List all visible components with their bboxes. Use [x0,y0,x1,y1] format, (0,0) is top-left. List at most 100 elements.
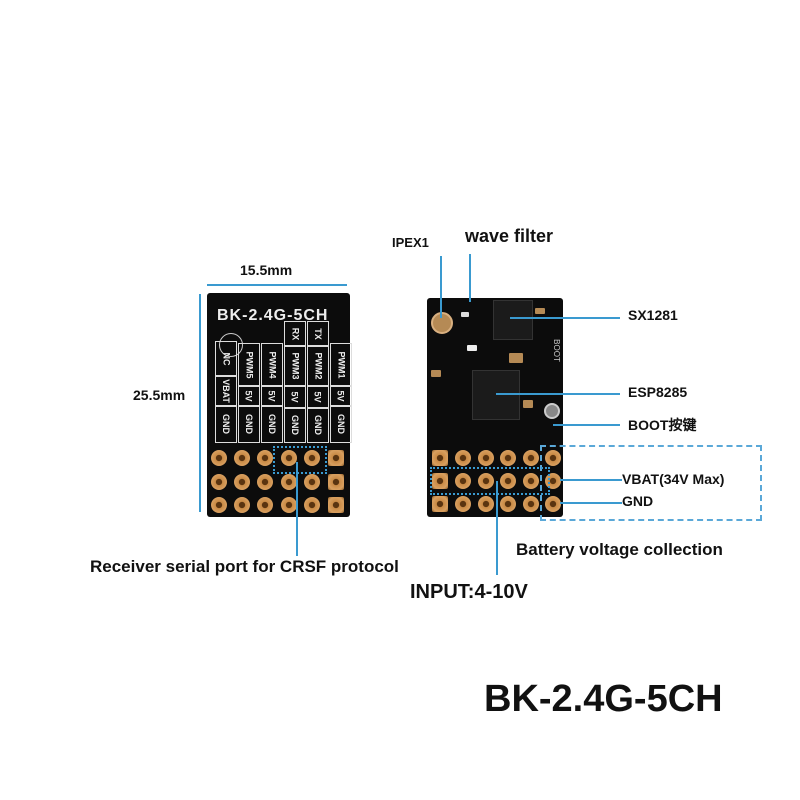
silk-pin-label: GND [330,405,352,443]
header-pad [500,496,516,512]
silk-pin-label: 5V [261,385,283,407]
header-pad [234,474,250,490]
ipex-callout-line [440,256,442,318]
header-pad [478,450,494,466]
silk-text: 5V [266,390,277,402]
capacitor [431,370,441,377]
header-pad [478,473,494,489]
width-dimension-label: 15.5mm [240,262,293,278]
silk-text: GND [336,414,346,434]
header-pad [545,496,561,512]
esp8285-callout-label: ESP8285 [628,384,688,400]
silk-text: PWM4 [267,351,277,379]
silk-text: GND [290,415,300,435]
silk-text: 5V [335,390,346,402]
header-pad [304,450,320,466]
esp8285-callout-line [496,393,620,395]
header-pad [257,474,273,490]
header-pad [328,474,344,490]
silk-pin-label: PWM3 [284,345,306,387]
silk-pin-label: TX [307,321,329,347]
height-dimension-arrow [199,294,201,512]
silk-text: 5V [289,391,300,403]
silk-pin-label: GND [238,405,260,443]
crsf-callout-label: Receiver serial port for CRSF protocol [90,557,399,576]
header-pad [211,474,227,490]
boot-silkscreen: BOOT [551,339,561,362]
header-pad [500,473,516,489]
silk-pin-label: PWM2 [307,345,329,387]
header-pad [281,497,297,513]
header-pad [432,473,448,489]
silk-text: TX [312,328,323,340]
silk-pin-label: NC [215,341,237,377]
silk-pin-label: RX [284,321,306,347]
sx1281-callout-line [510,317,620,319]
silk-text: PWM1 [336,351,346,379]
boot-callout-label: BOOT按键 [628,417,697,433]
header-pad [545,450,561,466]
sx1281-chip [493,300,533,340]
silk-text: NC [221,352,231,366]
width-dimension-arrow [207,284,347,286]
capacitor [535,308,545,314]
header-pad [455,473,471,489]
vbat-callout-label: VBAT(34V Max) [622,471,725,487]
silk-pin-label: GND [307,407,329,443]
sx1281-callout-label: SX1281 [628,307,678,323]
board-silkscreen-title: BK-2.4G-5CH [217,307,329,324]
battery-callout-label: Battery voltage collection [516,540,723,559]
header-pad [432,496,448,512]
header-pad [523,473,539,489]
vbat-callout-line [560,479,622,481]
gnd-callout-label: GND [622,493,654,509]
input-callout-label: INPUT:4-10V [410,581,528,603]
header-pad [478,496,494,512]
header-pad [328,497,344,513]
header-pad [328,450,344,466]
header-pad [304,497,320,513]
silk-text: PWM5 [244,351,254,379]
header-pad [234,450,250,466]
silk-pin-label: PWM4 [261,343,283,387]
header-pad [257,497,273,513]
silk-text: GND [267,414,277,434]
header-pad [523,496,539,512]
silk-pin-label: 5V [284,385,306,409]
silk-pin-label: GND [261,405,283,443]
silk-text: 5V [243,390,254,402]
header-pad [211,497,227,513]
silk-pin-label: VBAT [215,375,237,407]
silk-text: 5V [312,391,323,403]
wave-filter-callout-line [469,254,471,302]
boot-button[interactable] [544,403,560,419]
header-pad [281,450,297,466]
header-pad [455,450,471,466]
header-pad [234,497,250,513]
silk-pin-label: 5V [307,385,329,409]
header-pad [523,450,539,466]
ipex-connector [431,312,453,334]
silk-text: GND [221,414,231,434]
silk-pin-label: PWM1 [330,343,352,387]
crsf-callout-line [296,462,298,556]
wave-filter-callout-label: wave filter [465,226,554,246]
header-pad [455,496,471,512]
header-pad [304,474,320,490]
silk-pin-label: GND [284,407,306,443]
header-pad [211,450,227,466]
product-title: BK-2.4G-5CH [484,678,723,720]
header-pad [281,474,297,490]
header-pad [432,450,448,466]
boot-callout-line [553,424,620,426]
gnd-callout-line [560,502,622,504]
silk-pin-label: 5V [330,385,352,407]
silk-text: RX [289,327,300,341]
esp8285-chip [472,370,520,420]
wave-filter-component [461,312,469,317]
ipex-callout-label: IPEX1 [392,235,429,250]
led [467,345,477,351]
silk-text: PWM3 [290,352,300,380]
